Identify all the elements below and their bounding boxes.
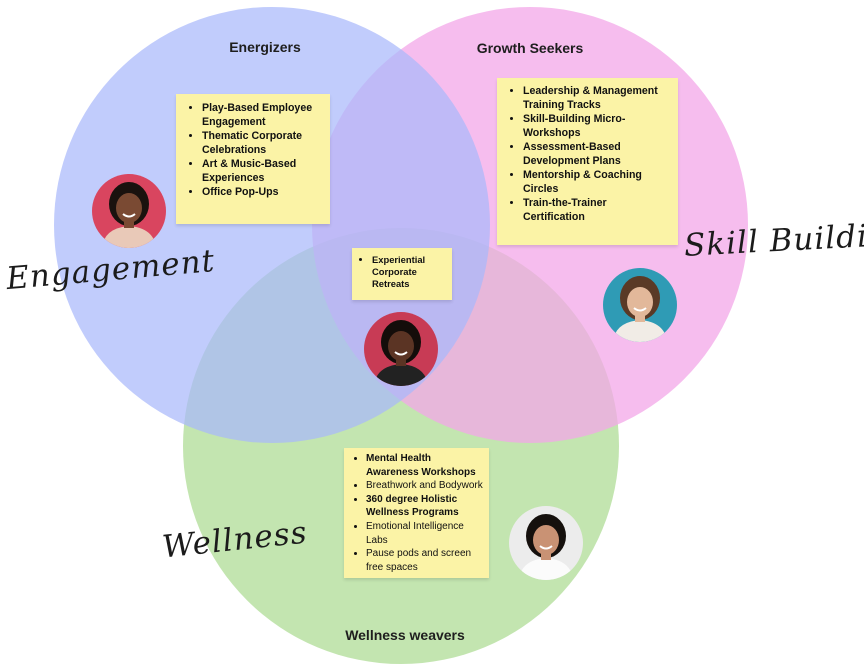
- wellness-list: Mental Health Awareness WorkshopsBreathw…: [346, 452, 483, 574]
- person-photo-icon: [509, 506, 583, 580]
- wellness-note: Mental Health Awareness WorkshopsBreathw…: [344, 448, 489, 578]
- list-item: Office Pop-Ups: [202, 185, 322, 199]
- person-photo-icon: [92, 174, 166, 248]
- avatar-growth-seekers: [603, 268, 677, 342]
- wellness-weavers-title: Wellness weavers: [345, 627, 465, 643]
- list-item: Experiential Corporate Retreats: [372, 254, 446, 290]
- energizers-note: Play-Based Employee EngagementThematic C…: [176, 94, 330, 224]
- list-item: Art & Music-Based Experiences: [202, 157, 322, 185]
- list-item: Mental Health Awareness Workshops: [366, 452, 483, 479]
- list-item: Train-the-Trainer Certification: [523, 196, 670, 224]
- list-item: Play-Based Employee Engagement: [202, 101, 322, 129]
- avatar-energizers: [92, 174, 166, 248]
- growth-seekers-title: Growth Seekers: [476, 40, 584, 56]
- list-item: Pause pods and screen free spaces: [366, 547, 483, 574]
- list-item: 360 degree Holistic Wellness Programs: [366, 493, 483, 520]
- list-item: Leadership & Management Training Tracks: [523, 84, 670, 112]
- list-item: Emotional Intelligence Labs: [366, 520, 483, 547]
- growth-seekers-list: Leadership & Management Training TracksS…: [503, 84, 670, 224]
- avatar-center: [364, 312, 438, 386]
- list-item: Thematic Corporate Celebrations: [202, 129, 322, 157]
- center-note: Experiential Corporate Retreats: [352, 248, 452, 300]
- person-photo-icon: [603, 268, 677, 342]
- list-item: Mentorship & Coaching Circles: [523, 168, 670, 196]
- list-item: Assessment-Based Development Plans: [523, 140, 670, 168]
- growth-seekers-note: Leadership & Management Training TracksS…: [497, 78, 678, 245]
- avatar-wellness: [509, 506, 583, 580]
- list-item: Breathwork and Bodywork: [366, 479, 483, 493]
- energizers-title: Energizers: [229, 39, 301, 55]
- center-list: Experiential Corporate Retreats: [352, 254, 446, 290]
- list-item: Skill-Building Micro-Workshops: [523, 112, 670, 140]
- person-photo-icon: [364, 312, 438, 386]
- energizers-list: Play-Based Employee EngagementThematic C…: [182, 101, 322, 199]
